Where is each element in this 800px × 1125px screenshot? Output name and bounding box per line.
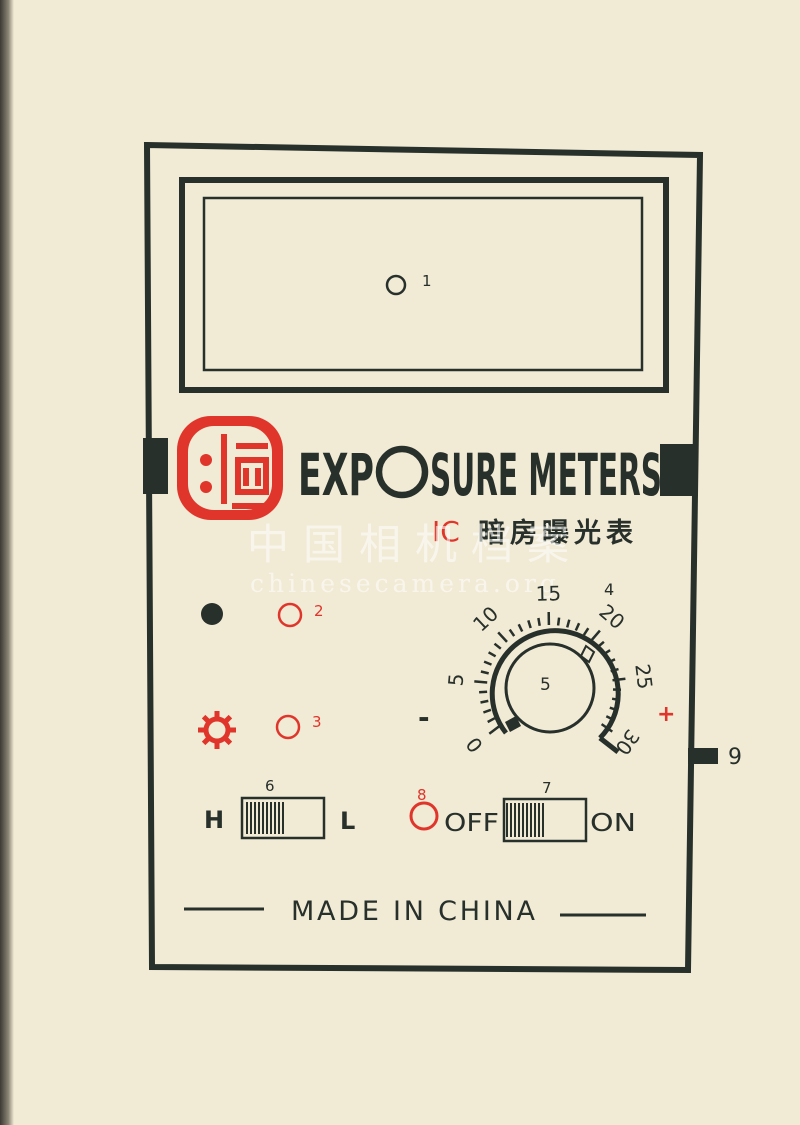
dial-minor-tick bbox=[605, 715, 615, 721]
model-code: IC bbox=[432, 515, 460, 548]
dial-minor-tick bbox=[609, 706, 618, 712]
lamp-2 bbox=[277, 602, 303, 628]
sun-ray bbox=[224, 737, 233, 746]
dial-minor-tick bbox=[493, 642, 502, 650]
side-tab bbox=[688, 748, 718, 764]
display-window-outer bbox=[179, 177, 669, 393]
power-switch[interactable] bbox=[502, 797, 588, 843]
callout-8: 8 bbox=[417, 786, 427, 804]
dial-end-hook bbox=[598, 736, 620, 754]
dial-major-tick bbox=[474, 680, 488, 684]
dial-knob[interactable] bbox=[504, 642, 596, 734]
lamp-3 bbox=[275, 714, 301, 740]
range-switch[interactable] bbox=[240, 796, 326, 840]
maker-label: MADE IN CHINA bbox=[291, 896, 536, 927]
polarity-plus: + bbox=[657, 702, 675, 727]
power-indicator-lamp bbox=[409, 801, 439, 831]
callout-3: 3 bbox=[312, 713, 322, 731]
range-label-h: H bbox=[204, 806, 224, 834]
dial-label: 20 bbox=[595, 599, 630, 634]
dial-pointer-a bbox=[505, 716, 521, 732]
sun-ray bbox=[201, 714, 210, 723]
dial-major-tick bbox=[590, 629, 601, 642]
dial-minor-tick bbox=[508, 628, 516, 637]
dial-minor-tick bbox=[582, 627, 590, 636]
dial-pointer-b bbox=[579, 644, 596, 664]
dial-minor-tick bbox=[527, 620, 532, 629]
dial-minor-tick bbox=[574, 622, 581, 632]
dial-minor-tick bbox=[611, 697, 621, 702]
dial-minor-tick bbox=[517, 623, 524, 633]
brand-title-start: EXP bbox=[298, 441, 374, 509]
sun-ray bbox=[201, 737, 210, 746]
dial-major-tick bbox=[497, 631, 508, 643]
polarity-minus: - bbox=[418, 701, 430, 734]
dial-minor-tick bbox=[480, 670, 489, 675]
callout-2: 2 bbox=[314, 602, 324, 620]
dial-minor-tick bbox=[556, 617, 561, 626]
display-window-inner bbox=[202, 196, 644, 372]
dial-label: 15 bbox=[535, 581, 561, 605]
dial-label: 0 bbox=[461, 733, 488, 758]
dial-minor-tick bbox=[480, 699, 489, 704]
watermark-en: chinesecamera.org bbox=[250, 569, 560, 598]
dial-major-tick bbox=[600, 723, 614, 733]
dial-minor-tick bbox=[483, 660, 492, 666]
dial-minor-tick bbox=[596, 640, 605, 648]
dial-minor-tick bbox=[565, 619, 571, 628]
dial-minor-tick bbox=[602, 649, 611, 656]
title-band-right bbox=[660, 444, 698, 496]
dial-label: 25 bbox=[630, 662, 657, 690]
callout-5: 5 bbox=[540, 675, 551, 695]
sun-ray bbox=[224, 714, 233, 723]
title-band-left bbox=[143, 438, 168, 494]
dial-major-tick bbox=[488, 724, 501, 735]
indicator-lamp-black bbox=[201, 603, 223, 625]
callout-1: 1 bbox=[422, 272, 432, 290]
callout-9: 9 bbox=[728, 745, 742, 770]
callout-4: 4 bbox=[604, 580, 614, 599]
sun-icon bbox=[198, 711, 236, 749]
power-label-off: OFF bbox=[444, 808, 499, 837]
model-name-cn: 暗房曝光表 bbox=[478, 518, 638, 549]
power-label-on: ON bbox=[590, 808, 636, 837]
dial-minor-tick bbox=[479, 690, 488, 694]
brand-title-end: SURE METERS bbox=[430, 441, 662, 509]
dial-minor-tick bbox=[482, 708, 492, 714]
window-marker bbox=[385, 274, 407, 296]
dial-minor-tick bbox=[487, 717, 496, 724]
callout-7: 7 bbox=[542, 779, 552, 797]
dial-minor-tick bbox=[537, 617, 541, 627]
callout-6: 6 bbox=[265, 777, 275, 795]
dial-minor-tick bbox=[487, 651, 497, 658]
range-label-l: L bbox=[340, 807, 355, 835]
dial-minor-tick bbox=[607, 658, 616, 664]
dial-minor-tick bbox=[610, 667, 619, 673]
meter-body-outline bbox=[143, 141, 704, 974]
brand-seal-logo bbox=[177, 416, 283, 520]
dial-label: 5 bbox=[443, 672, 468, 687]
title-letter-o bbox=[375, 445, 429, 499]
dial-major-tick bbox=[612, 677, 626, 682]
watermark-cn: 中国相机档案 bbox=[247, 520, 583, 569]
dial-label: 10 bbox=[468, 601, 503, 636]
dial-label: 30 bbox=[610, 725, 644, 760]
